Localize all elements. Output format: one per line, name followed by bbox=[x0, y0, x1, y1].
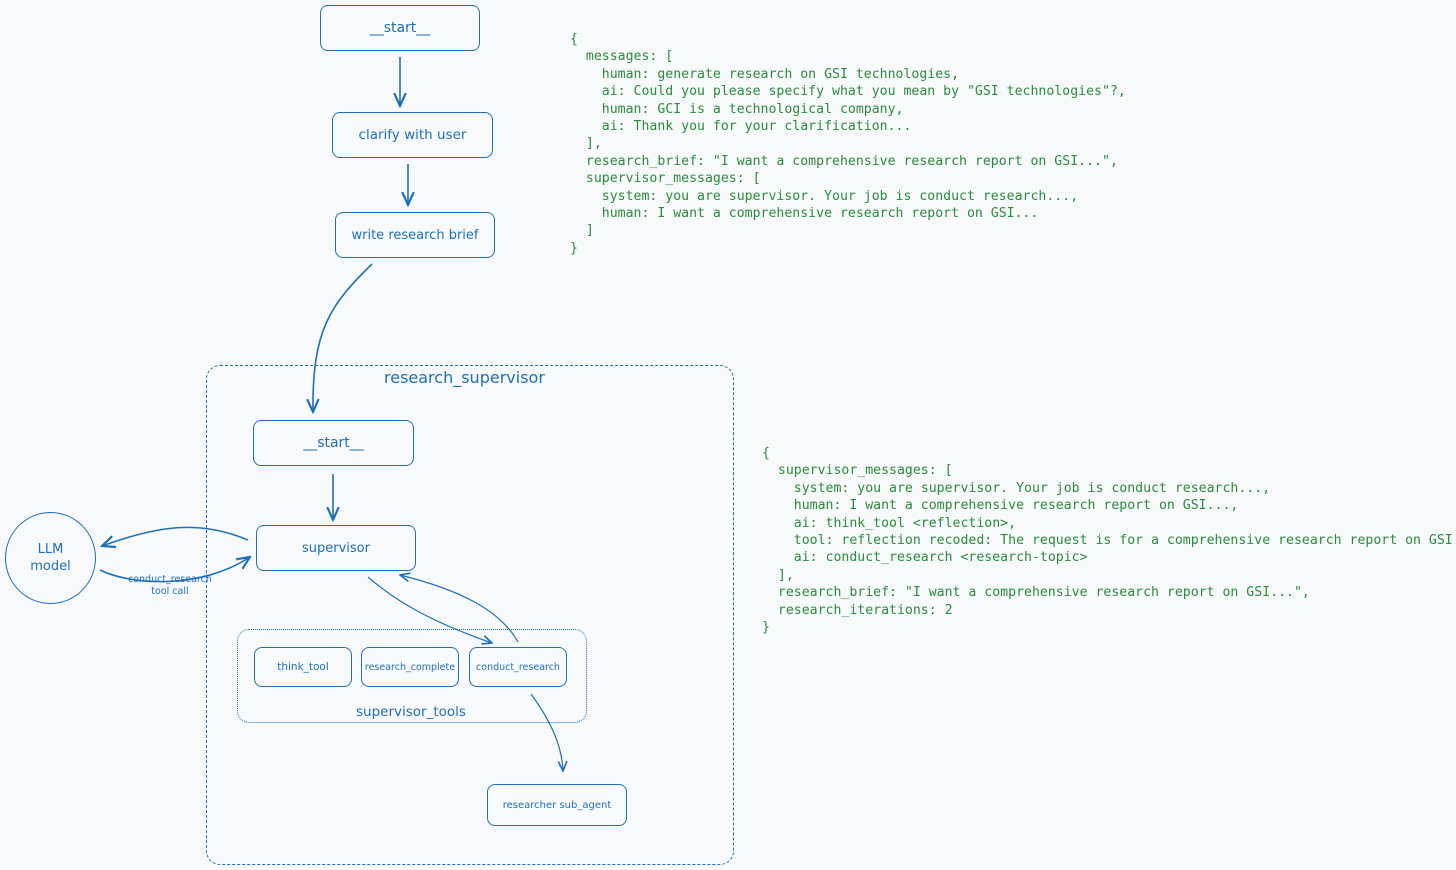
node-think-tool-label: think_tool bbox=[277, 661, 329, 673]
node-research-complete-label: research_complete bbox=[364, 661, 456, 673]
state-bottom-line: research_brief: "I want a comprehensive … bbox=[762, 585, 1310, 601]
state-bottom-line: { bbox=[762, 446, 770, 461]
llm-label-line1: LLM bbox=[37, 542, 64, 557]
edge-brief-to-subgraph-start bbox=[313, 263, 373, 412]
edge-label-tool-call-line2: tool call bbox=[151, 586, 189, 597]
state-block-bottom: { supervisor_messages: [ system: you are… bbox=[762, 445, 1456, 636]
node-conduct-research: conduct_research bbox=[469, 647, 567, 687]
node-clarify-label: clarify with user bbox=[358, 127, 467, 143]
state-top-line: supervisor_messages: [ bbox=[570, 171, 761, 187]
state-top-line: research_brief: "I want a comprehensive … bbox=[570, 153, 1118, 169]
state-top-line: human: GCI is a technological company, bbox=[570, 101, 904, 117]
state-bottom-line: research_iterations: 2 bbox=[762, 602, 953, 618]
group-research-supervisor-title: research_supervisor bbox=[384, 368, 545, 387]
state-top-line: human: I want a comprehensive research r… bbox=[570, 206, 1039, 222]
state-top-line: ai: Could you please specify what you me… bbox=[570, 84, 1126, 100]
state-bottom-line: supervisor_messages: [ bbox=[762, 463, 953, 479]
edge-supervisor-to-conduct bbox=[367, 576, 492, 643]
node-conduct-research-label: conduct_research bbox=[476, 661, 560, 673]
state-bottom-line: } bbox=[762, 620, 770, 636]
state-top-line: human: generate research on GSI technolo… bbox=[570, 66, 960, 82]
edge-label-tool-call: conduct_research tool call bbox=[128, 574, 212, 598]
state-block-top: { messages: [ human: generate research o… bbox=[570, 31, 1126, 257]
node-supervisor-label: supervisor bbox=[302, 540, 370, 556]
node-think-tool: think_tool bbox=[254, 647, 352, 687]
node-write-research-brief: write research brief bbox=[335, 212, 495, 258]
llm-label-line2: model bbox=[30, 559, 71, 574]
node-researcher-sub-agent: researcher sub_agent bbox=[487, 784, 627, 826]
group-supervisor-tools-title: supervisor_tools bbox=[356, 704, 466, 720]
state-bottom-line: system: you are supervisor. Your job is … bbox=[762, 480, 1271, 496]
group-research-supervisor bbox=[206, 365, 734, 865]
state-bottom-line: ai: think_tool <reflection>, bbox=[762, 515, 1017, 531]
state-bottom-line: ai: conduct_research <research-topic> bbox=[762, 550, 1088, 566]
node-research-complete: research_complete bbox=[361, 647, 459, 687]
state-top-line: ] bbox=[570, 223, 594, 239]
state-top-line: ], bbox=[570, 136, 602, 152]
node-subgraph-start-label: __start__ bbox=[303, 435, 364, 451]
node-clarify-with-user: clarify with user bbox=[332, 112, 493, 158]
edge-supervisor-to-llm bbox=[102, 526, 249, 546]
state-top-line: } bbox=[570, 240, 578, 256]
node-subgraph-start: __start__ bbox=[253, 420, 414, 466]
state-top-line: { bbox=[570, 32, 578, 47]
state-top-line: system: you are supervisor. Your job is … bbox=[570, 188, 1079, 204]
node-supervisor: supervisor bbox=[256, 525, 416, 571]
node-start-top: __start__ bbox=[320, 5, 480, 51]
edge-conduct-to-researcher bbox=[530, 693, 563, 771]
state-bottom-line: ], bbox=[762, 567, 794, 583]
edge-label-tool-call-line1: conduct_research bbox=[128, 574, 212, 585]
state-top-line: messages: [ bbox=[570, 49, 674, 65]
node-write-brief-label: write research brief bbox=[351, 227, 479, 243]
node-start-top-label: __start__ bbox=[369, 20, 431, 36]
node-researcher-label: researcher sub_agent bbox=[502, 799, 612, 811]
state-bottom-line: human: I want a comprehensive research r… bbox=[762, 498, 1239, 514]
state-top-line: ai: Thank you for your clarification... bbox=[570, 119, 912, 135]
llm-model-node: LLM model bbox=[5, 512, 96, 604]
group-supervisor-tools bbox=[237, 629, 587, 723]
edge-conduct-to-supervisor bbox=[400, 575, 519, 643]
edge-llm-to-supervisor bbox=[99, 557, 250, 583]
state-bottom-line: tool: reflection recoded: The request is… bbox=[762, 533, 1456, 549]
